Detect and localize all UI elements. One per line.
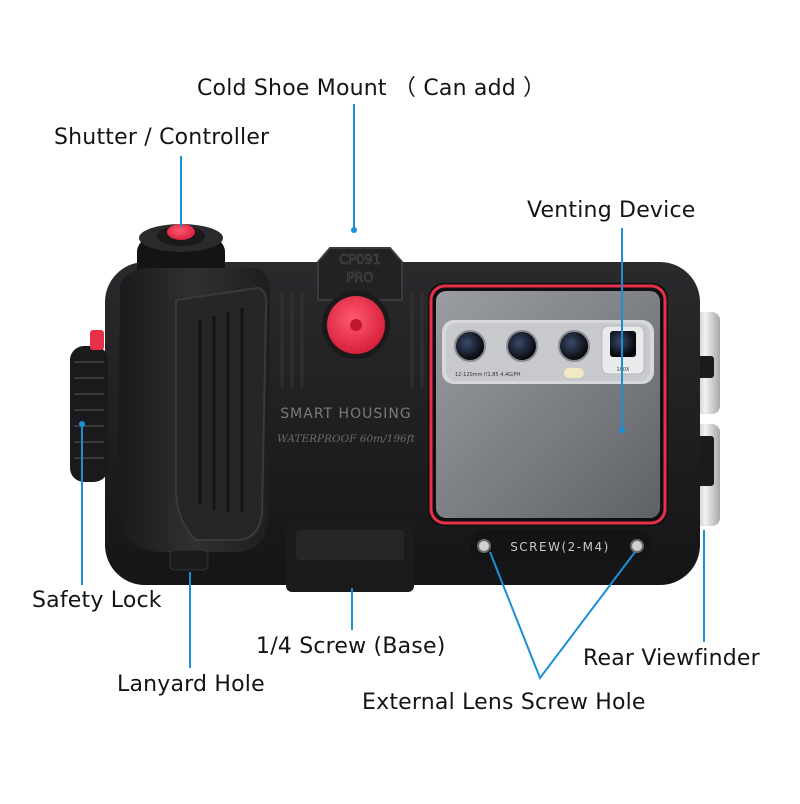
rating-text: WATERPROOF 60m/196ft [277, 433, 415, 445]
leader-external-lens [489, 551, 636, 681]
center-ribs [280, 292, 424, 388]
dial-body [70, 346, 108, 482]
flash [564, 368, 584, 378]
leader-dots [79, 227, 625, 433]
leader-lines [81, 104, 705, 681]
screw-text: SCREW(2-M4) [510, 540, 610, 554]
label-safety-lock: Safety Lock [32, 588, 162, 613]
label-shutter: Shutter / Controller [54, 125, 270, 150]
grip-pad [175, 286, 268, 541]
cold-shoe-badge: CP091 PRO [317, 247, 403, 301]
safety-lock-dial [70, 330, 108, 482]
lens-2 [506, 330, 538, 362]
window-seal [429, 284, 667, 525]
label-rear-viewfinder: Rear Viewfinder [583, 646, 760, 671]
base-mount [286, 520, 414, 592]
brand-text: SMART HOUSING [280, 406, 411, 422]
lanyard-bump [169, 549, 209, 571]
lens-3 [558, 330, 590, 362]
label-venting: Venting Device [527, 198, 696, 223]
zoom-badge: 100X [617, 367, 631, 373]
shutter-button-red [167, 224, 195, 240]
badge-pro: PRO [346, 271, 373, 286]
lens-spec: 12-120mm f/1.85 4.4G/PH [455, 372, 521, 378]
screw-hole-left [477, 539, 491, 553]
badge-model: CP091 [339, 253, 381, 268]
label-lanyard: Lanyard Hole [117, 672, 265, 697]
base-top [296, 530, 404, 560]
grip-ridges [198, 308, 244, 512]
venting-button-center [350, 319, 362, 331]
label-quarter-screw: 1/4 Screw (Base) [256, 634, 446, 659]
camera-bar-inner [446, 323, 650, 381]
screw-strip [470, 530, 652, 562]
label-external-lens: External Lens Screw Hole [362, 690, 646, 715]
badge-frame [317, 247, 403, 301]
lock-tab-red [90, 330, 104, 350]
lens-1 [454, 330, 486, 362]
label-cold-shoe: Cold Shoe Mount （ Can add ） [197, 76, 546, 101]
camera-module: 12-120mm f/1.85 4.4G/PH 100X [442, 320, 654, 384]
screw-hole-right [630, 539, 644, 553]
